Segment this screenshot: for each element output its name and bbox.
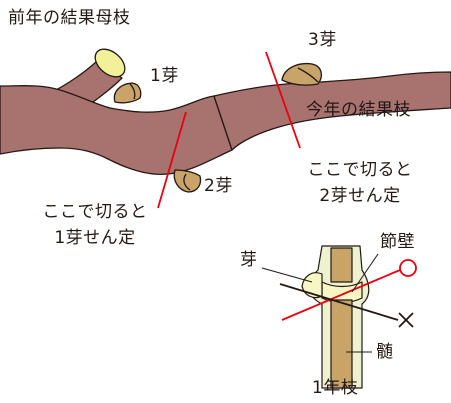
label-node-wall: 節壁: [380, 232, 415, 252]
bud-2: [173, 169, 202, 193]
label-bud-3: 3芽: [308, 30, 337, 50]
parent-branch-cut-end: [94, 48, 126, 78]
label-one-year-branch: 1年枝: [312, 378, 359, 398]
cross-section: [301, 245, 370, 389]
good-mark-icon: [399, 259, 417, 277]
bad-cut-line: [279, 283, 399, 321]
cut-line-1: [157, 111, 187, 209]
bud-2-tip: [183, 173, 191, 191]
good-cut-line: [281, 269, 401, 321]
label-cut-2-line-2: 2芽せん定: [319, 186, 401, 206]
label-bud-2: 2芽: [204, 176, 233, 196]
label-bud-1: 1芽: [150, 66, 179, 86]
bad-mark-icon: [398, 312, 414, 328]
pith-upper: [330, 247, 353, 283]
cut-line-2: [265, 51, 301, 149]
label-cut-1-line-1: ここで切ると: [42, 202, 148, 222]
bud-leader: [261, 267, 313, 283]
bud-3-tip: [297, 67, 319, 83]
node-wall-leader: [351, 253, 379, 293]
label-parent-branch: 前年の結果母枝: [8, 8, 131, 28]
bud-1-tip: [129, 83, 136, 100]
label-cut-1-line-2: 1芽せん定: [54, 228, 136, 248]
bud-3: [281, 62, 323, 86]
pith-lower: [330, 299, 353, 389]
bud-1: [113, 82, 142, 104]
label-bud: 芽: [240, 250, 258, 270]
label-current-branch: 今年の結果枝: [306, 100, 411, 120]
label-pith: 髄: [376, 342, 394, 362]
node-wall: [321, 281, 363, 304]
label-cut-2-line-1: ここで切ると: [307, 160, 413, 180]
